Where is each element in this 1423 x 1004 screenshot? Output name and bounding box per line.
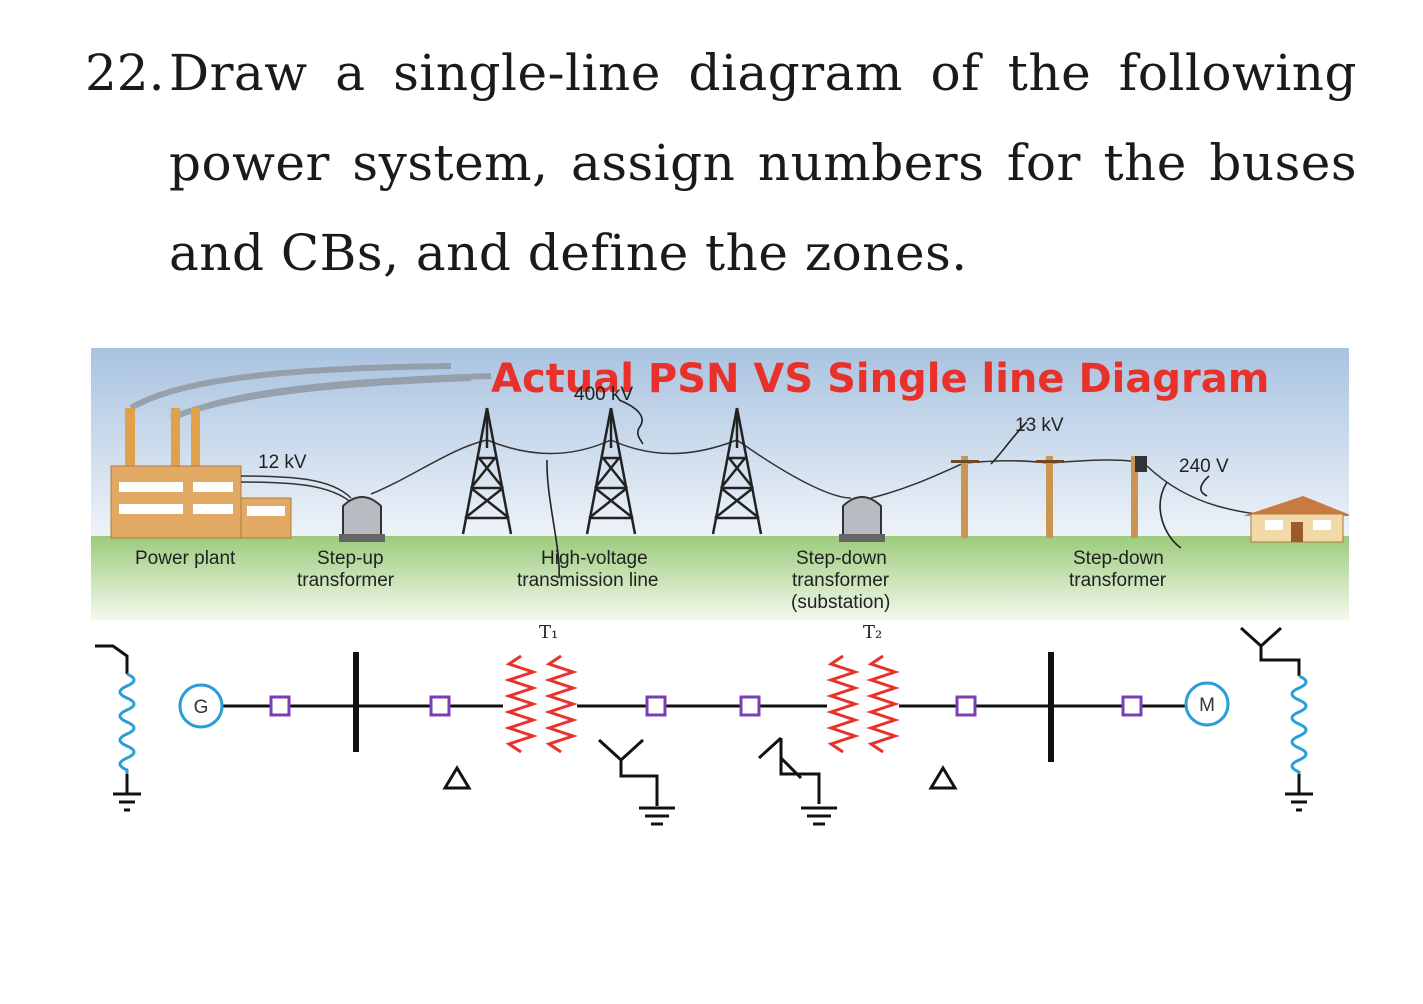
delta-symbol: [928, 765, 958, 790]
circuit-breaker: [645, 695, 667, 717]
caption-hv-line-2: transmission line: [517, 570, 659, 591]
utility-poles: [951, 456, 1147, 538]
circuit-breakers: [269, 695, 1143, 717]
ground-background: [91, 536, 1349, 620]
caption-step-down-b1: Step-down: [1073, 548, 1164, 569]
wye-ground-symbol: [757, 736, 837, 826]
motor-ground-coil: [1290, 674, 1308, 774]
wye-ground-symbol: [597, 738, 675, 826]
caption-step-down-b2: transformer: [1069, 570, 1167, 591]
step-down-substation-icon: [839, 496, 885, 542]
power-system-figure: Actual PSN VS Single line Diagram 400 kV…: [91, 348, 1349, 838]
caption-step-up-2: transformer: [297, 570, 395, 591]
caption-power-plant: Power plant: [135, 548, 236, 569]
single-line-diagram: G M T₁ T₂: [95, 622, 1313, 826]
generator-ground-coil: [118, 672, 136, 774]
caption-step-up-1: Step-up: [317, 548, 384, 569]
caption-step-down-1: Step-down: [796, 548, 887, 569]
generator-grounding: [95, 644, 141, 812]
bus-2: [1048, 652, 1054, 762]
t2-label: T₂: [863, 622, 882, 643]
caption-step-down-3: (substation): [791, 592, 890, 613]
label-12kv: 12 kV: [258, 452, 307, 473]
motor-label: M: [1199, 695, 1215, 716]
motor-symbol: [1184, 681, 1230, 727]
transformer-t1: [504, 654, 578, 754]
circuit-breaker: [429, 695, 451, 717]
figure-title: Actual PSN VS Single line Diagram: [491, 356, 1269, 402]
t1-label: T₁: [539, 622, 558, 643]
transformer-t2: [826, 654, 900, 754]
label-400kv: 400 kV: [574, 384, 633, 405]
question-number: 22.: [85, 44, 165, 102]
bus-1: [353, 652, 359, 752]
circuit-breaker: [269, 695, 291, 717]
label-13kv: 13 kV: [1015, 415, 1064, 436]
circuit-breaker: [955, 695, 977, 717]
circuit-breaker: [1121, 695, 1143, 717]
question-text: Draw a single-line diagram of the follow…: [169, 44, 1357, 282]
caption-step-down-2: transformer: [792, 570, 890, 591]
label-240v: 240 V: [1179, 456, 1229, 477]
transmission-towers: [461, 407, 763, 535]
step-up-transformer-icon: [339, 496, 385, 542]
caption-hv-line-1: High-voltage: [541, 548, 648, 569]
generator-label: G: [194, 697, 209, 718]
annotation-arrows: [546, 399, 1210, 579]
delta-symbol: [442, 765, 472, 790]
generator-symbol: [178, 683, 224, 729]
power-plant-icon: [110, 408, 292, 539]
circuit-breaker: [739, 695, 761, 717]
house-icon: [1243, 496, 1349, 543]
motor-grounding: [1239, 626, 1313, 812]
sky-background: [91, 348, 1349, 538]
